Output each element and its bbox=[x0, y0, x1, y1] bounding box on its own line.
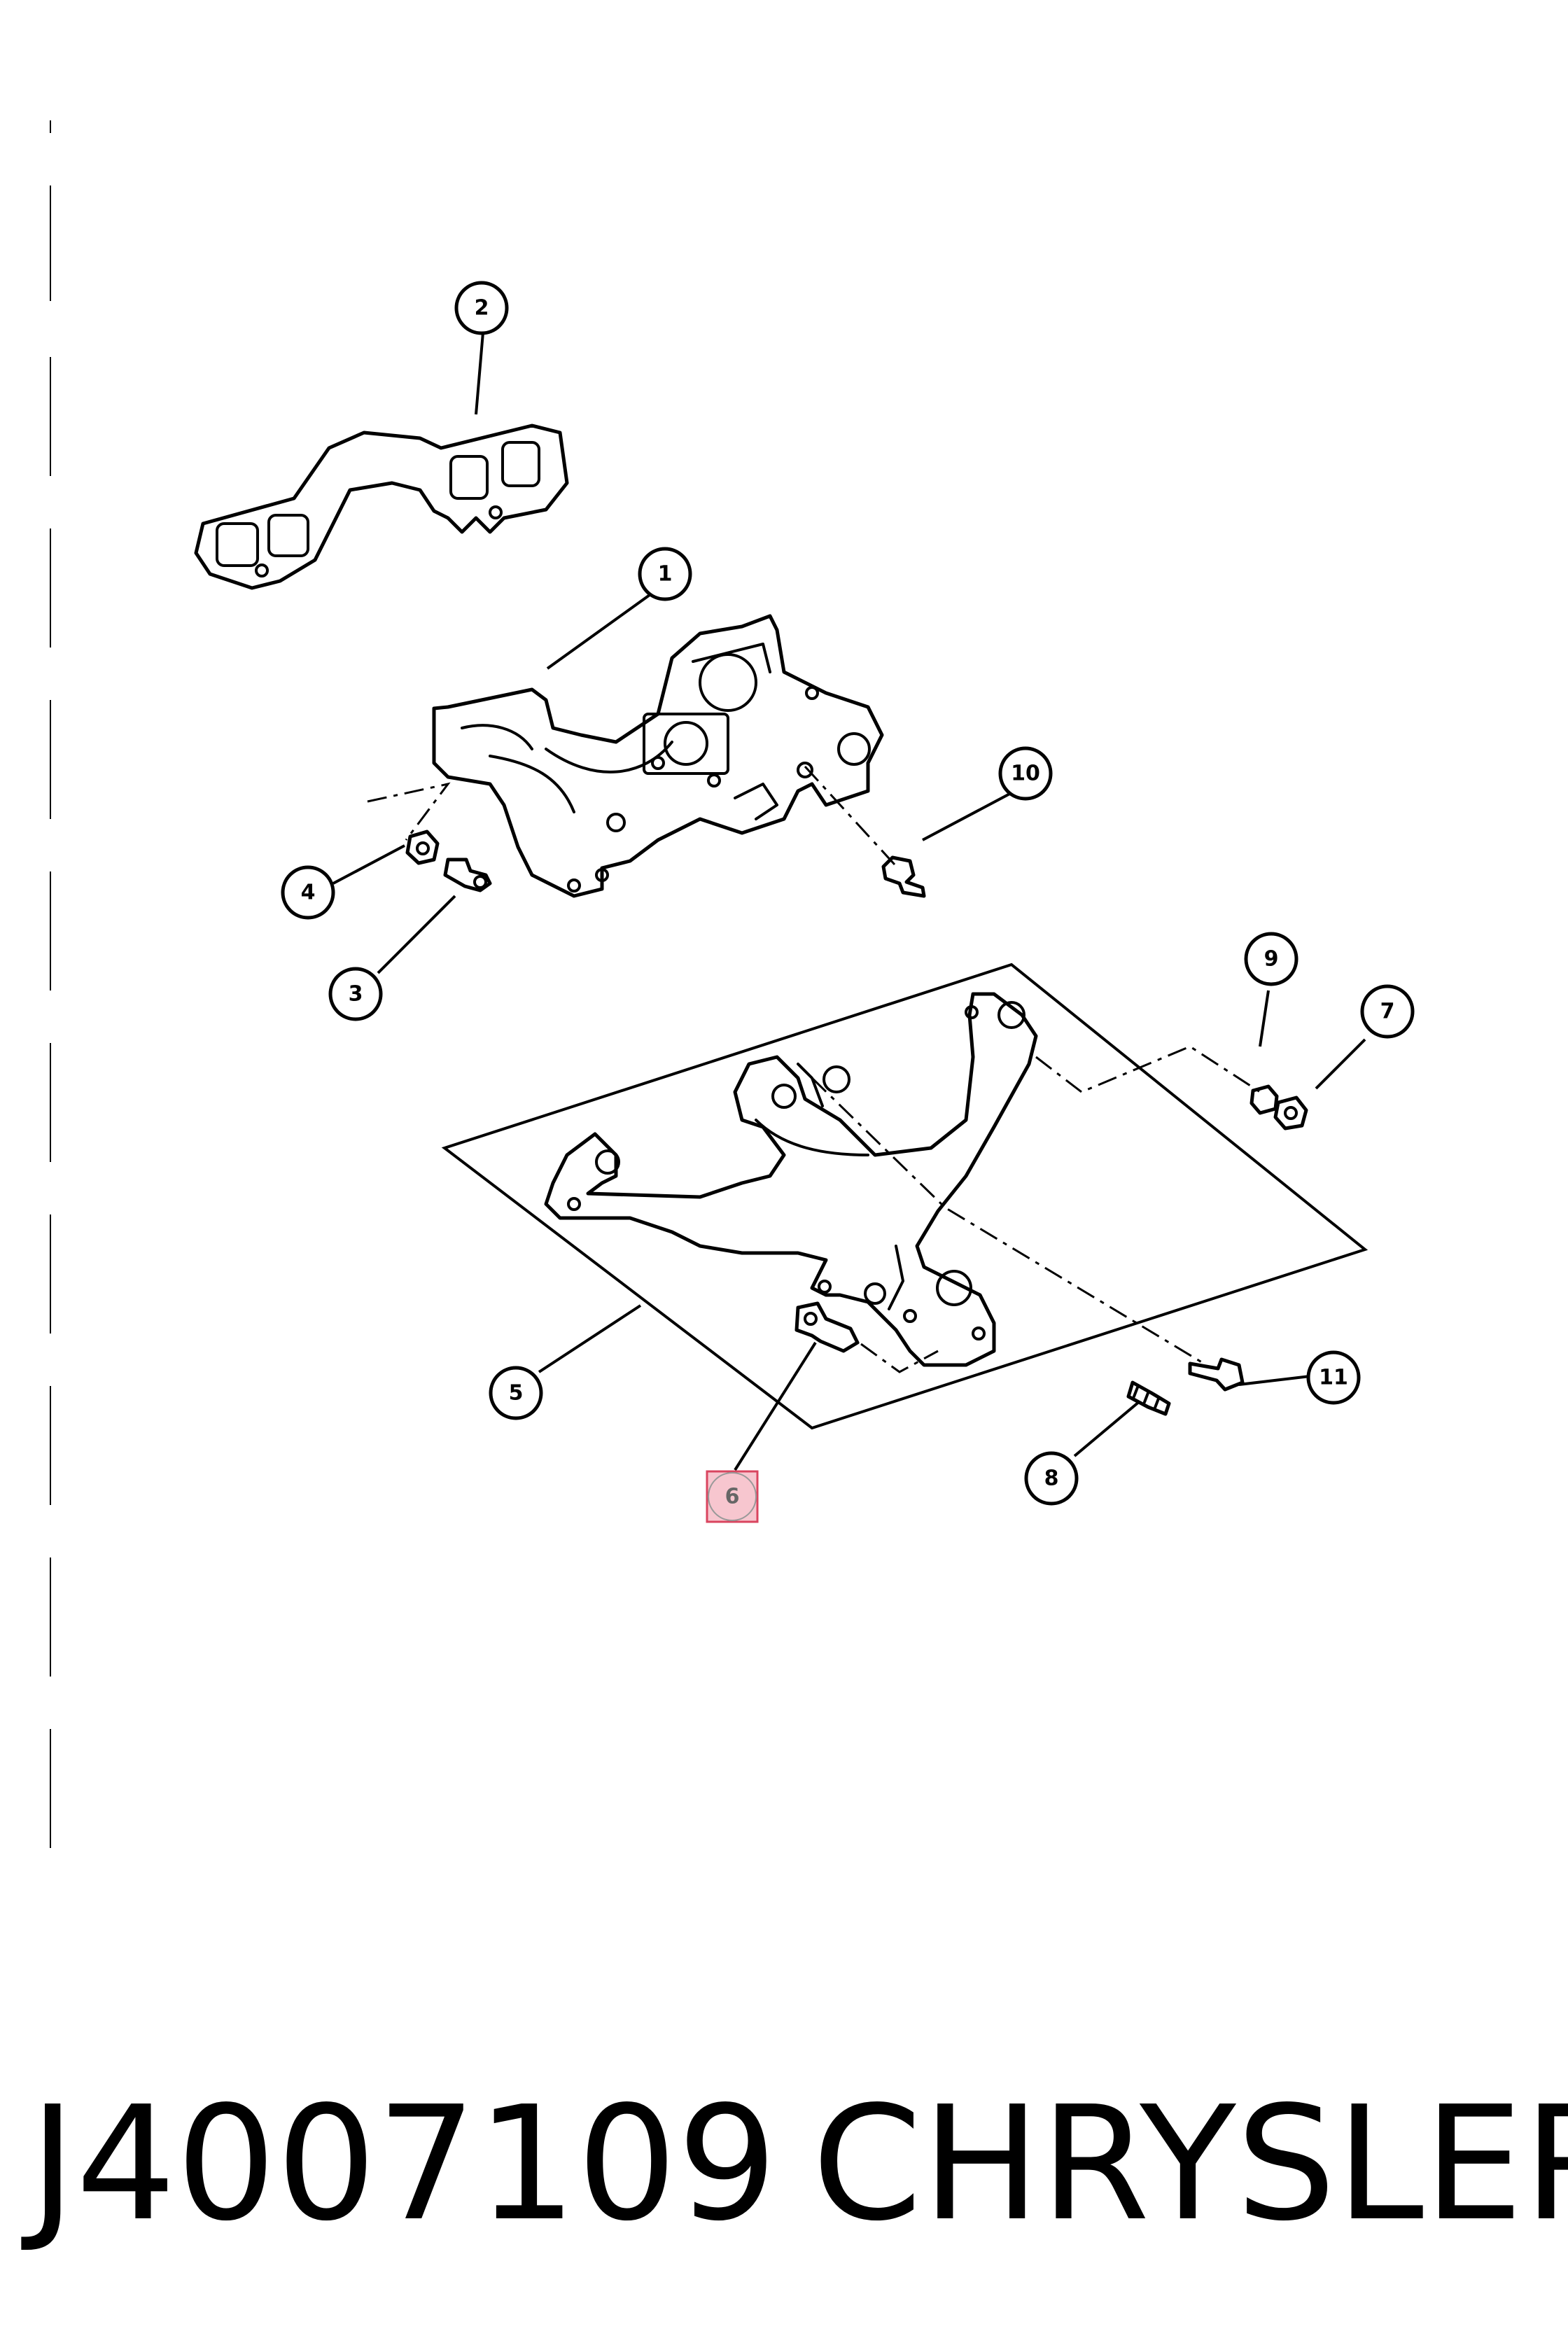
svg-text:11: 11 bbox=[1319, 1366, 1348, 1390]
intake-manifold-part[interactable] bbox=[432, 614, 884, 898]
bolt-11-part[interactable] bbox=[1188, 1357, 1245, 1392]
spacer-9-part[interactable] bbox=[1250, 1084, 1279, 1115]
svg-text:2: 2 bbox=[475, 296, 489, 321]
callout-8[interactable]: 8 bbox=[1024, 1451, 1079, 1506]
part-number: J4007109 bbox=[29, 2073, 778, 2256]
alignment-lines bbox=[367, 765, 1261, 1373]
bolt-6-part[interactable] bbox=[794, 1301, 860, 1353]
nut-7-part[interactable] bbox=[1273, 1096, 1308, 1130]
callout-5[interactable]: 5 bbox=[489, 1366, 543, 1420]
svg-text:5: 5 bbox=[509, 1381, 524, 1406]
svg-text:9: 9 bbox=[1264, 947, 1279, 972]
callout-7[interactable]: 7 bbox=[1360, 984, 1415, 1039]
exhaust-manifold-part[interactable] bbox=[544, 992, 1038, 1367]
svg-text:8: 8 bbox=[1044, 1466, 1059, 1491]
callout-1[interactable]: 1 bbox=[638, 547, 692, 601]
svg-text:1: 1 bbox=[658, 562, 673, 587]
svg-text:7: 7 bbox=[1380, 1000, 1395, 1024]
callout-9[interactable]: 9 bbox=[1244, 932, 1298, 986]
bolt-3-part[interactable] bbox=[443, 858, 492, 892]
leader-lines bbox=[332, 332, 1366, 1471]
fitting-10-part[interactable] bbox=[881, 855, 926, 898]
intake-gasket-part[interactable] bbox=[194, 424, 569, 590]
callout-10[interactable]: 10 bbox=[998, 746, 1053, 801]
mounting-plane-outline bbox=[441, 962, 1368, 1430]
nut-4-part[interactable] bbox=[405, 830, 440, 865]
svg-text:6: 6 bbox=[725, 1485, 740, 1509]
footer: J4007109 CHRYSLER bbox=[0, 2058, 1568, 2282]
callout-3[interactable]: 3 bbox=[328, 967, 383, 1021]
brand-name: CHRYSLER bbox=[812, 2073, 1568, 2256]
stud-8-part[interactable] bbox=[1126, 1380, 1171, 1416]
callout-6[interactable]: 6 bbox=[706, 1470, 759, 1523]
svg-text:4: 4 bbox=[301, 881, 316, 905]
callout-4[interactable]: 4 bbox=[281, 865, 335, 920]
callout-11[interactable]: 11 bbox=[1306, 1350, 1361, 1405]
svg-text:10: 10 bbox=[1011, 762, 1040, 786]
callout-2[interactable]: 2 bbox=[454, 281, 509, 335]
svg-text:3: 3 bbox=[349, 982, 363, 1007]
